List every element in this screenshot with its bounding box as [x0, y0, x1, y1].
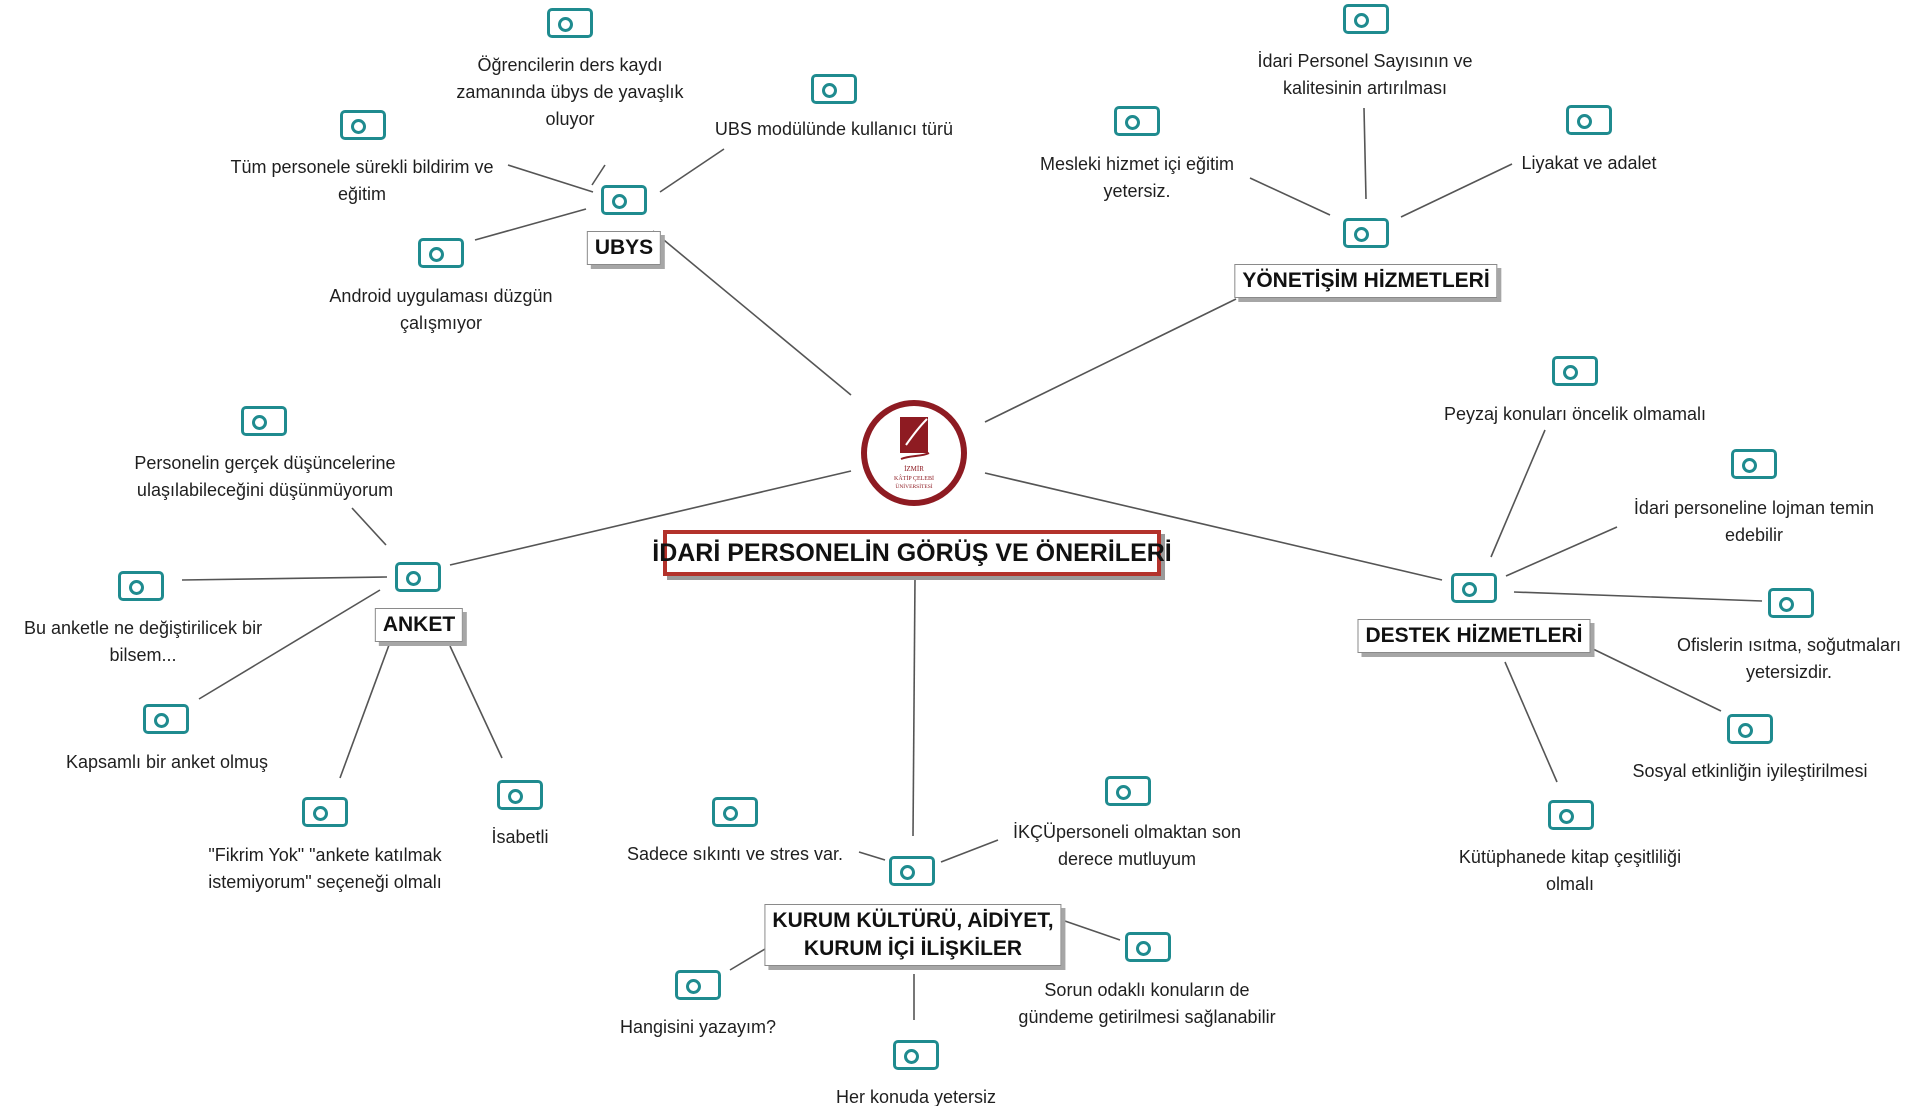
tag-icon[interactable] — [302, 797, 348, 827]
tag-icon[interactable] — [1343, 4, 1389, 34]
tag-icon[interactable] — [241, 406, 287, 436]
tag-icon[interactable] — [1768, 588, 1814, 618]
tag-icon[interactable] — [1727, 714, 1773, 744]
tag-icon[interactable] — [811, 74, 857, 104]
central-topic-label: İDARİ PERSONELİN GÖRÜŞ VE ÖNERİLERİ — [652, 538, 1172, 567]
tag-icon[interactable] — [340, 110, 386, 140]
note-destek-4: Sosyal etkinliğin iyileştirilmesi — [1632, 761, 1868, 781]
central-topic[interactable]: İDARİ PERSONELİN GÖRÜŞ VE ÖNERİLERİ — [652, 530, 1172, 576]
tag-icon[interactable] — [395, 562, 441, 592]
university-logo: İZMİR KÂTİP ÇELEBİ ÜNİVERSİTESİ — [861, 400, 967, 506]
note-yonetisim-3: Liyakat ve adalet — [1521, 153, 1657, 173]
note-kurum-1: Sadece sıkıntı ve stres var. — [626, 844, 844, 864]
topic-ubys[interactable]: UBYS — [586, 231, 662, 265]
topic-destek[interactable]: DESTEK HİZMETLERİ — [1357, 619, 1591, 653]
tag-icon[interactable] — [547, 8, 593, 38]
tag-icon[interactable] — [1566, 105, 1612, 135]
note-kurum-5: Her konuda yetersiz — [835, 1087, 997, 1106]
note-anket-5: İsabetli — [491, 827, 549, 847]
tag-icon[interactable] — [1451, 573, 1497, 603]
tag-icon[interactable] — [712, 797, 758, 827]
tag-icon[interactable] — [1105, 776, 1151, 806]
tag-icon[interactable] — [497, 780, 543, 810]
tag-icon[interactable] — [675, 970, 721, 1000]
tag-icon[interactable] — [1343, 218, 1389, 248]
note-anket-3: Kapsamlı bir anket olmuş — [65, 752, 269, 772]
tag-icon[interactable] — [889, 856, 935, 886]
svg-text:ÜNİVERSİTESİ: ÜNİVERSİTESİ — [895, 483, 932, 490]
tag-icon[interactable] — [893, 1040, 939, 1070]
note-destek-1: Peyzaj konuları öncelik olmamalı — [1443, 404, 1707, 424]
tag-icon[interactable] — [143, 704, 189, 734]
tag-icon[interactable] — [118, 571, 164, 601]
topic-anket[interactable]: ANKET — [374, 608, 464, 642]
svg-text:İZMİR: İZMİR — [904, 465, 924, 473]
topic-yonetisim[interactable]: YÖNETİŞİM HİZMETLERİ — [1234, 264, 1498, 298]
tag-icon[interactable] — [601, 185, 647, 215]
tag-icon[interactable] — [1552, 356, 1598, 386]
svg-text:KÂTİP ÇELEBİ: KÂTİP ÇELEBİ — [894, 474, 934, 482]
note-ubys-2: UBS modülünde kullanıcı türü — [714, 119, 954, 139]
tag-icon[interactable] — [1114, 106, 1160, 136]
topic-kurum[interactable]: KURUM KÜLTÜRÜ, AİDİYET,KURUM İÇİ İLİŞKİL… — [764, 904, 1062, 966]
tag-icon[interactable] — [1125, 932, 1171, 962]
tag-icon[interactable] — [1731, 449, 1777, 479]
note-kurum-3: Hangisini yazayım? — [619, 1017, 777, 1037]
tag-icon[interactable] — [418, 238, 464, 268]
tag-icon[interactable] — [1548, 800, 1594, 830]
